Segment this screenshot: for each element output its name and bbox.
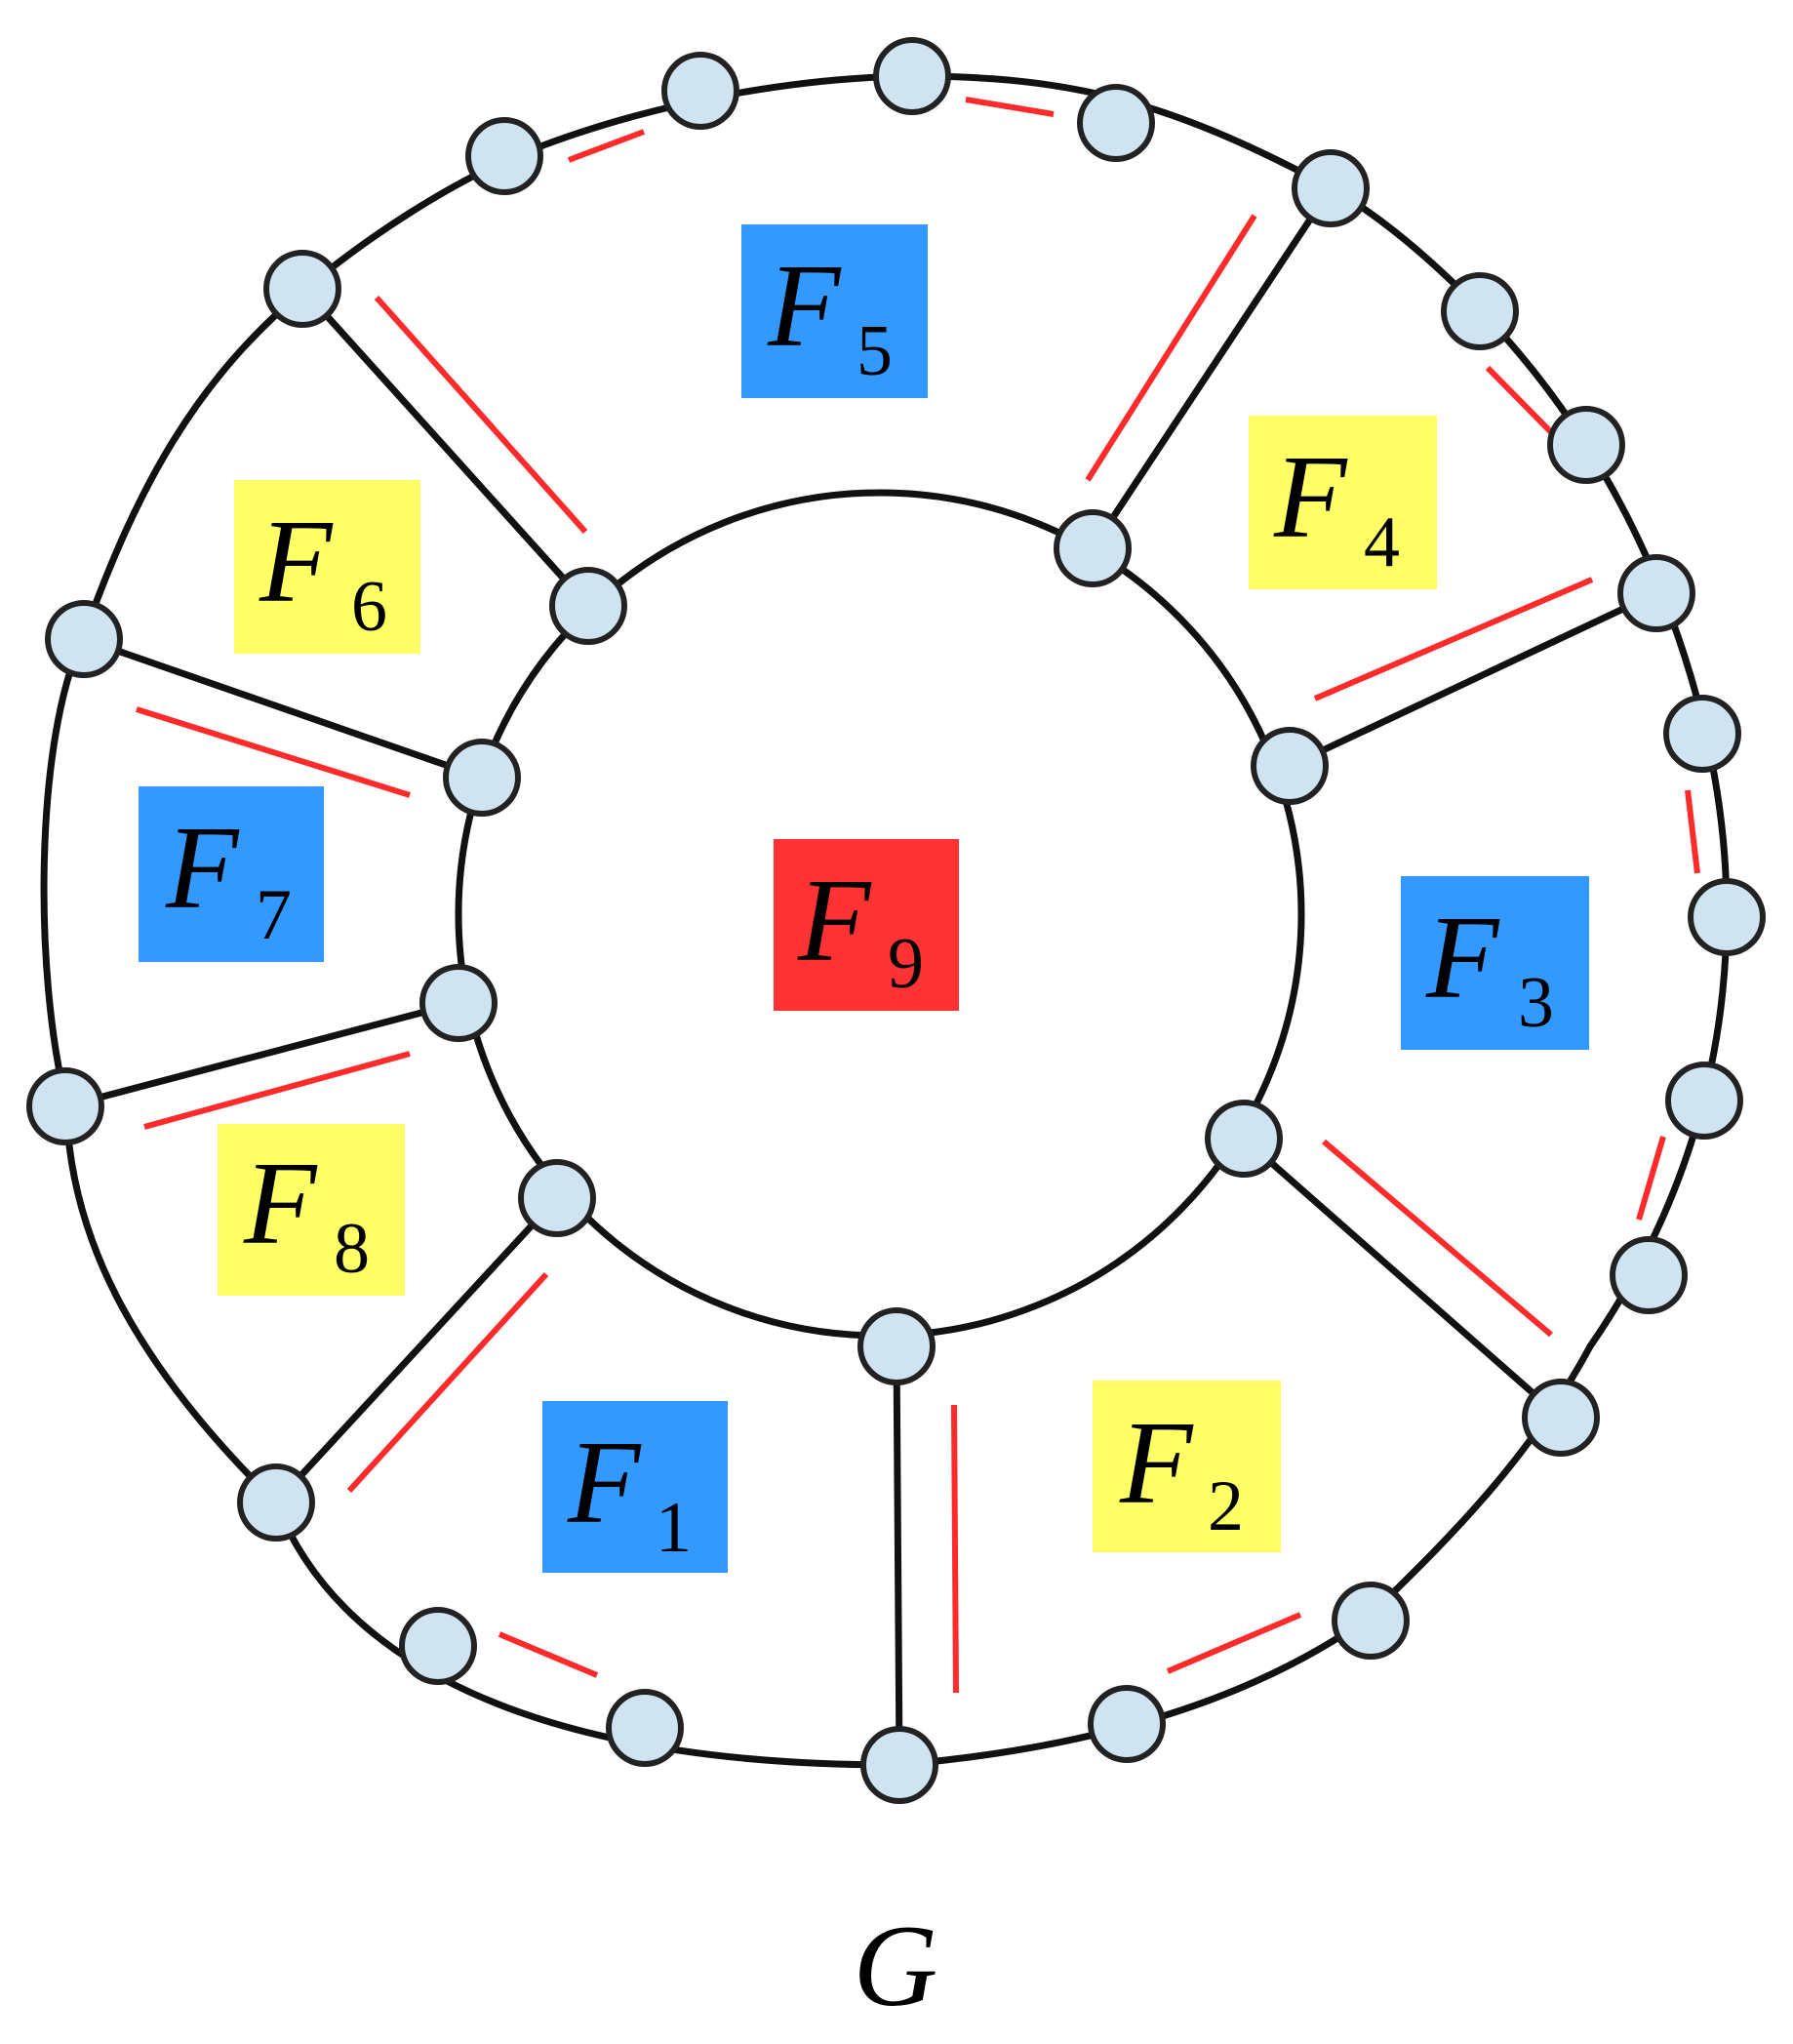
face-box	[218, 1124, 405, 1296]
vertex	[1665, 1062, 1743, 1140]
vertex	[606, 1689, 684, 1767]
face-box	[1093, 1381, 1281, 1552]
vertex	[873, 37, 951, 115]
vertex	[549, 567, 627, 645]
vertex	[45, 600, 123, 678]
face-index: 7	[256, 875, 292, 955]
vertex	[1251, 727, 1329, 805]
face-index: 4	[1364, 502, 1400, 582]
vertex	[1663, 695, 1741, 773]
face-index: 5	[857, 311, 893, 391]
face-index: 2	[1208, 1466, 1244, 1546]
red-mark	[1636, 1136, 1666, 1221]
red-mark	[1485, 365, 1554, 435]
spoke-edge	[299, 285, 592, 610]
red-mark	[143, 1051, 411, 1130]
graph-caption: G	[854, 1901, 938, 2030]
vertex	[661, 52, 739, 130]
red-mark	[1313, 577, 1594, 701]
red-mark	[1085, 214, 1257, 482]
face-index: 3	[1518, 963, 1554, 1043]
face-label-f7: F 7	[139, 786, 324, 962]
vertex	[1617, 554, 1695, 632]
face-label-f9: F 9	[774, 839, 959, 1011]
face-box	[234, 480, 420, 654]
spoke-edge	[1240, 1135, 1565, 1422]
face-letter: F	[259, 496, 334, 627]
spoke-edge	[61, 999, 462, 1110]
vertex	[518, 1159, 596, 1237]
face-letter: F	[1119, 1397, 1194, 1529]
face-index: 1	[656, 1488, 692, 1568]
vertex	[1688, 878, 1766, 956]
face-letter: F	[1273, 431, 1348, 563]
face-index: 6	[351, 567, 387, 647]
face-letter: F	[243, 1138, 318, 1269]
vertex	[1610, 1236, 1688, 1314]
face-box	[1401, 876, 1589, 1050]
red-mark	[1322, 1139, 1553, 1338]
spoke-edges	[61, 184, 1660, 1769]
red-mark	[1685, 789, 1700, 874]
red-marks	[136, 97, 1700, 1694]
vertex	[1205, 1100, 1283, 1178]
vertex	[1088, 1685, 1166, 1763]
vertices	[26, 37, 1766, 1804]
face-letter: F	[567, 1417, 642, 1548]
red-mark	[498, 1631, 599, 1678]
face-index: 9	[888, 924, 924, 1004]
vertex	[419, 964, 498, 1042]
face-label-f1: F 1	[542, 1401, 728, 1573]
vertex	[263, 250, 341, 328]
red-mark	[346, 1271, 549, 1494]
spoke-edge	[1089, 184, 1335, 552]
vertex	[1054, 509, 1132, 587]
face-letter: F	[165, 802, 240, 934]
vertex	[399, 1607, 477, 1685]
red-mark	[136, 706, 411, 798]
red-mark	[567, 129, 646, 163]
red-mark	[374, 296, 588, 534]
face-box	[139, 786, 324, 962]
face-box	[741, 224, 928, 398]
vertex	[1522, 1379, 1600, 1457]
red-mark	[951, 1404, 959, 1694]
vertex	[237, 1463, 315, 1542]
face-label-f5: F 5	[741, 224, 928, 398]
face-label-f6: F 6	[234, 480, 420, 654]
vertex	[1292, 149, 1370, 227]
face-letter: F	[1425, 892, 1500, 1023]
face-box	[542, 1401, 728, 1573]
red-mark	[1166, 1612, 1302, 1674]
face-labels: F 1 F 2 F 3 F 4 F 5 F 6 F	[139, 224, 1589, 1573]
vertex	[1332, 1582, 1410, 1660]
vertex	[1547, 406, 1625, 484]
spoke-edge	[893, 1343, 903, 1769]
vertex	[465, 117, 543, 195]
vertex	[26, 1067, 104, 1145]
face-letter: F	[797, 855, 872, 986]
vertex	[860, 1726, 938, 1804]
face-label-f3: F 3	[1401, 876, 1589, 1050]
face-box	[774, 839, 959, 1011]
vertex	[1441, 272, 1519, 350]
vertex	[443, 739, 521, 817]
face-index: 8	[334, 1209, 370, 1289]
spoke-edge	[1286, 589, 1660, 770]
red-mark	[965, 97, 1055, 117]
face-letter: F	[767, 240, 842, 372]
spoke-edge	[272, 1194, 561, 1506]
vertex	[1077, 84, 1155, 162]
vertex	[857, 1307, 936, 1385]
face-label-f8: F 8	[218, 1124, 405, 1296]
face-box	[1249, 416, 1437, 589]
face-label-f2: F 2	[1093, 1381, 1281, 1552]
face-label-f4: F 4	[1249, 416, 1437, 589]
spoke-edge	[80, 635, 486, 782]
